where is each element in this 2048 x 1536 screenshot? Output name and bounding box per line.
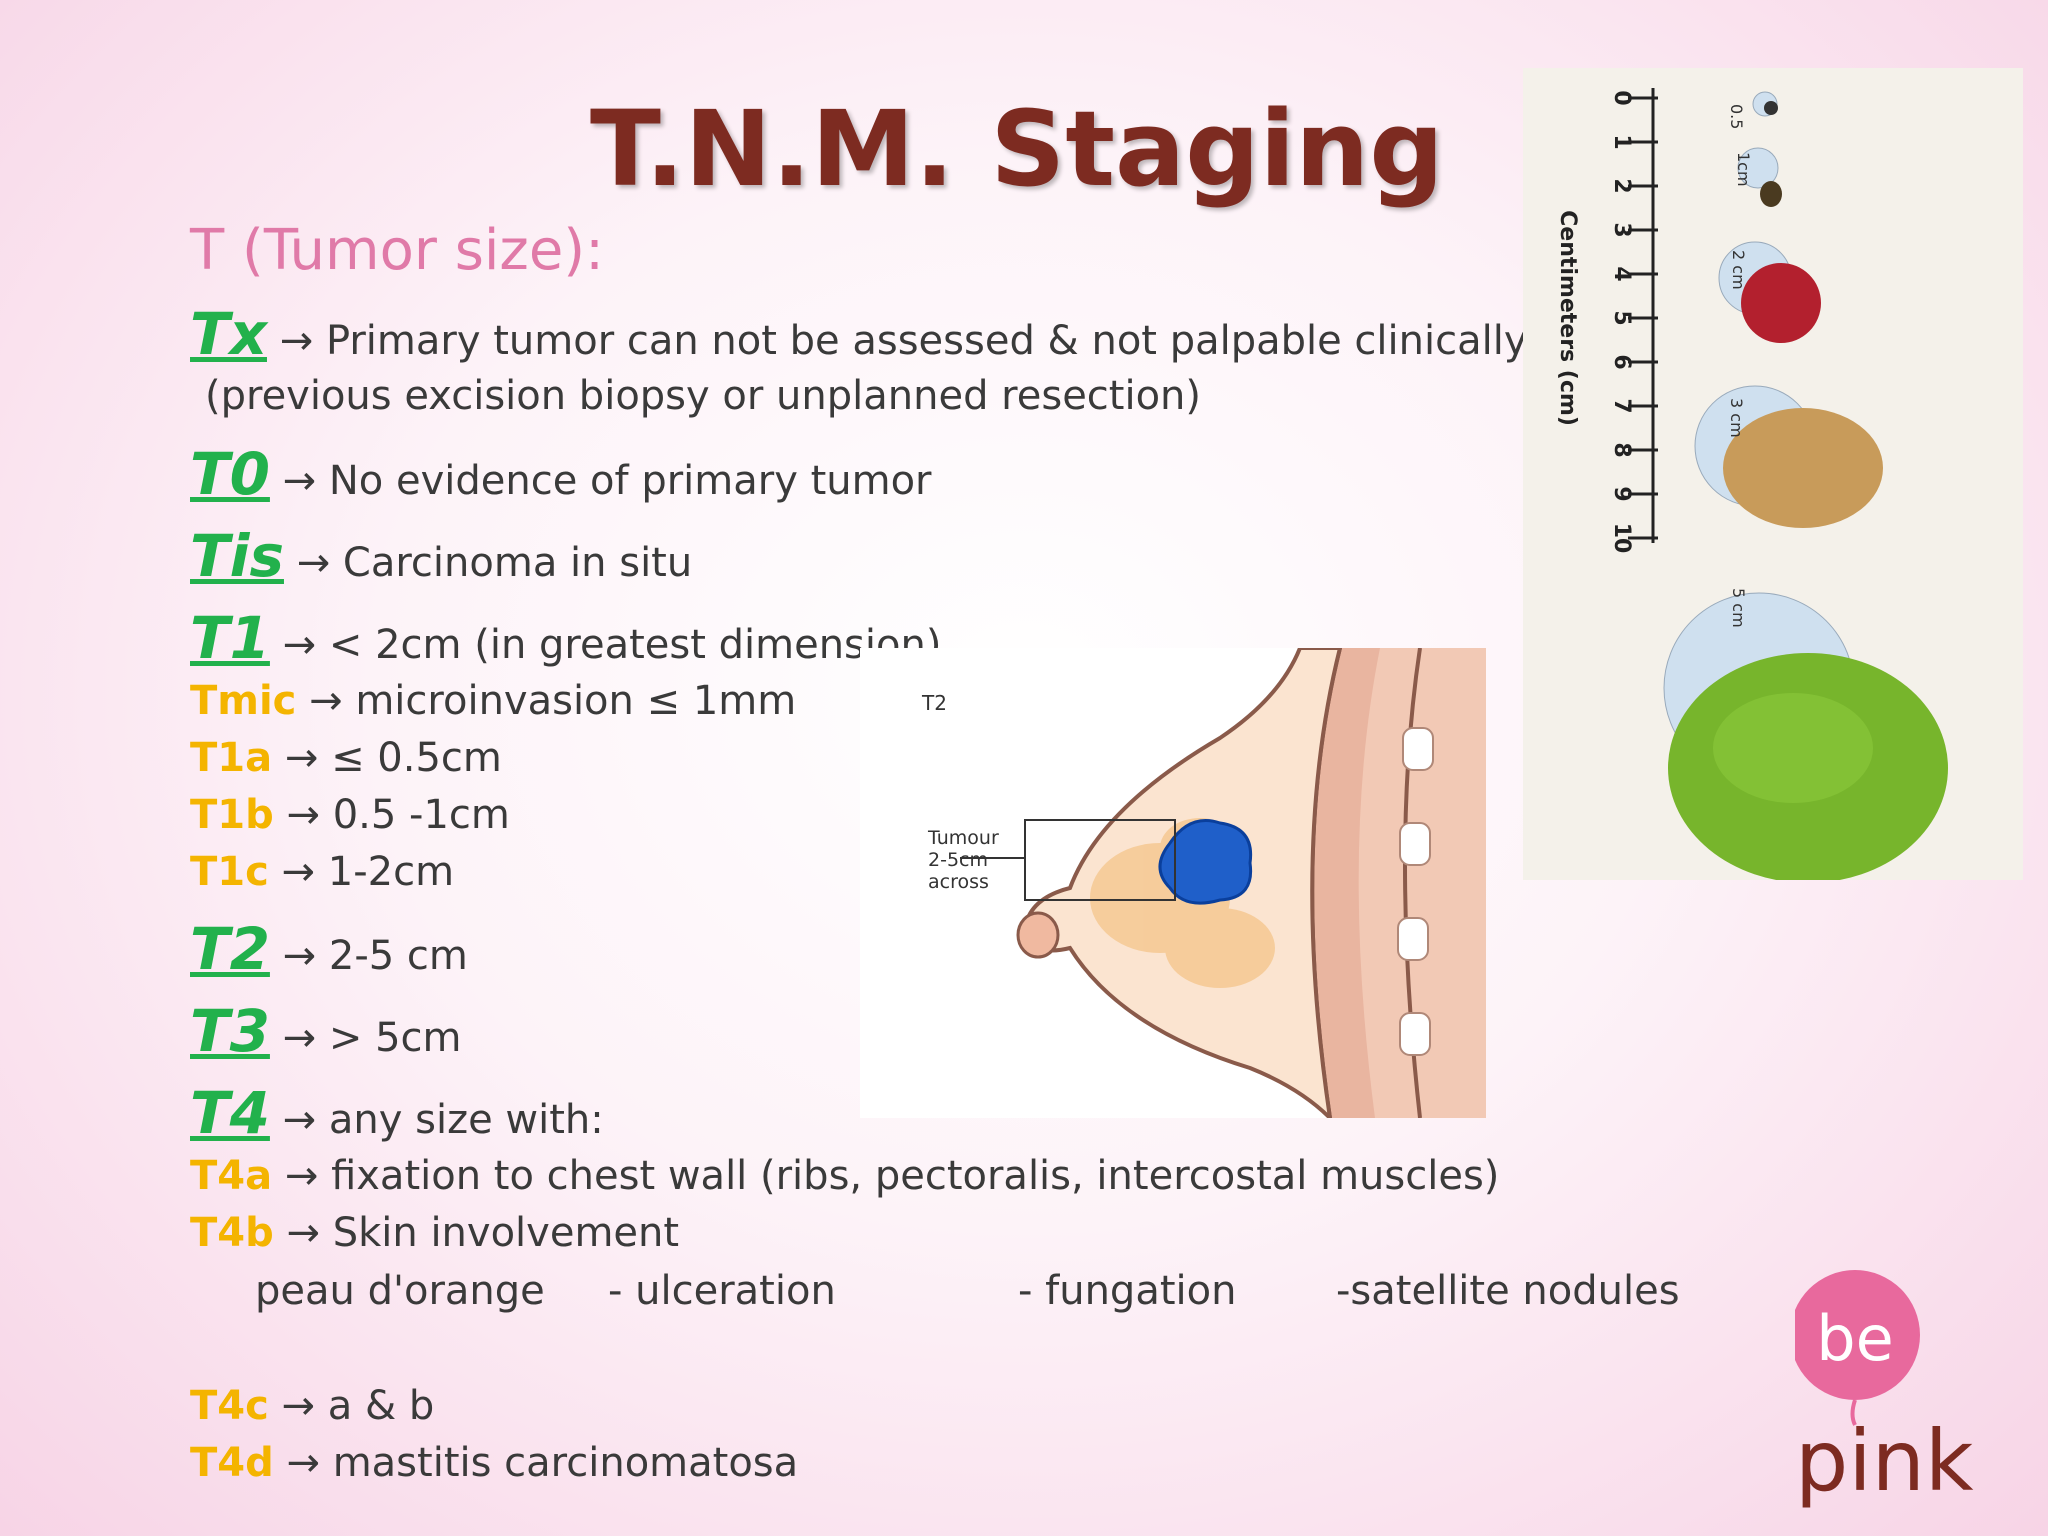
ruler-tick-8: 8 bbox=[1609, 442, 1634, 457]
text-t2: 2-5 cm bbox=[328, 933, 468, 979]
ruler-tick-10: 10 bbox=[1609, 523, 1634, 554]
tumour-label-line-3: across bbox=[928, 871, 989, 893]
code-t4b: T4b bbox=[190, 1210, 274, 1256]
tumour-label-line-1: Tumour bbox=[927, 827, 999, 849]
row-t4a: T4a → fixation to chest wall (ribs, pect… bbox=[190, 1153, 1499, 1199]
text-tis: Carcinoma in situ bbox=[342, 540, 693, 586]
arrow: → bbox=[279, 318, 314, 364]
ruler-tick-4: 4 bbox=[1609, 266, 1634, 281]
code-t1c: T1c bbox=[190, 849, 269, 895]
arrow: → bbox=[282, 933, 317, 979]
code-tx: Tx bbox=[190, 300, 267, 368]
tumor-size-comparison-photo: 0 1 2 3 4 5 6 7 8 9 10 Centimeters (cm) … bbox=[1523, 68, 2023, 880]
code-t4a: T4a bbox=[190, 1153, 273, 1199]
ruler-axis-label: Centimeters (cm) bbox=[1555, 210, 1580, 426]
arrow: → bbox=[286, 792, 320, 838]
row-t1a: T1a → ≤ 0.5cm bbox=[190, 735, 502, 781]
arrow: → bbox=[282, 458, 317, 504]
size-label-3cm: 3 cm bbox=[1727, 398, 1746, 438]
text-t0: No evidence of primary tumor bbox=[328, 458, 932, 504]
text-t4a: fixation to chest wall (ribs, pectoralis… bbox=[331, 1153, 1500, 1199]
arrow: → bbox=[282, 1015, 317, 1061]
t4b-item-2: - ulceration bbox=[608, 1268, 836, 1314]
arrow: → bbox=[281, 849, 316, 895]
code-t2: T2 bbox=[190, 915, 270, 983]
code-t4c: T4c bbox=[190, 1383, 269, 1429]
text-t1a: ≤ 0.5cm bbox=[331, 735, 502, 781]
arrow: → bbox=[286, 1440, 320, 1486]
arrow: → bbox=[296, 540, 331, 586]
arrow: → bbox=[284, 1153, 319, 1199]
ruler-tick-9: 9 bbox=[1609, 486, 1634, 501]
row-t1: T1 → < 2cm (in greatest dimension) bbox=[190, 604, 941, 672]
row-tx-note: (previous excision biopsy or unplanned r… bbox=[205, 373, 1201, 419]
row-t0: T0 → No evidence of primary tumor bbox=[190, 440, 932, 508]
arrow: → bbox=[282, 1097, 317, 1143]
text-t4: any size with: bbox=[328, 1097, 604, 1143]
size-label-1cm: 1cm bbox=[1734, 152, 1753, 187]
section-heading: T (Tumor size): bbox=[190, 218, 604, 283]
code-t1: T1 bbox=[190, 604, 270, 672]
size-label-5cm: 5 cm bbox=[1729, 588, 1748, 628]
row-tx: Tx → Primary tumor can not be assessed &… bbox=[190, 300, 1528, 368]
arrow: → bbox=[281, 1383, 316, 1429]
t4b-item-3: - fungation bbox=[1018, 1268, 1237, 1314]
row-t4b: T4b → Skin involvement bbox=[190, 1210, 679, 1256]
code-t4d: T4d bbox=[190, 1440, 274, 1486]
arrow: → bbox=[286, 1210, 320, 1256]
code-tmic: Tmic bbox=[190, 678, 297, 724]
be-pink-logo: be pink bbox=[1795, 1270, 1974, 1510]
t4b-item-1: peau d'orange bbox=[255, 1268, 545, 1314]
ruler-tick-1: 1 bbox=[1609, 134, 1634, 149]
ruler-tick-6: 6 bbox=[1609, 354, 1634, 369]
ruler-tick-5: 5 bbox=[1609, 310, 1634, 325]
row-t4c: T4c → a & b bbox=[190, 1383, 434, 1429]
code-t3: T3 bbox=[190, 997, 270, 1065]
size-label-0-5: 0.5 bbox=[1727, 104, 1746, 129]
row-t3: T3 → > 5cm bbox=[190, 997, 462, 1065]
row-t2: T2 → 2-5 cm bbox=[190, 915, 468, 983]
code-tis: Tis bbox=[190, 522, 284, 590]
text-tmic: microinvasion ≤ 1mm bbox=[355, 678, 797, 724]
text-t3: > 5cm bbox=[328, 1015, 462, 1061]
code-t1b: T1b bbox=[190, 792, 274, 838]
text-tx-note: (previous excision biopsy or unplanned r… bbox=[205, 373, 1202, 419]
row-tis: Tis → Carcinoma in situ bbox=[190, 522, 692, 590]
row-t4d: T4d → mastitis carcinomatosa bbox=[190, 1440, 798, 1486]
logo-pink-text: pink bbox=[1795, 1412, 1974, 1510]
code-t0: T0 bbox=[190, 440, 270, 508]
arrow: → bbox=[282, 622, 317, 668]
ruler-tick-2: 2 bbox=[1609, 178, 1634, 193]
text-tx: Primary tumor can not be assessed & not … bbox=[325, 318, 1528, 364]
text-t1c: 1-2cm bbox=[327, 849, 455, 895]
code-t4: T4 bbox=[190, 1079, 270, 1147]
slide-title: T.N.M. Staging bbox=[590, 88, 1444, 210]
size-label-2cm: 2 cm bbox=[1729, 250, 1748, 290]
row-t4: T4 → any size with: bbox=[190, 1079, 604, 1147]
arrow: → bbox=[309, 678, 343, 724]
text-t4b: Skin involvement bbox=[332, 1210, 680, 1256]
text-t1: < 2cm (in greatest dimension) bbox=[328, 622, 942, 668]
breast-diagram: Tumour 2-5cm across T2 bbox=[860, 648, 1486, 1118]
arrow: → bbox=[284, 735, 319, 781]
tumour-label-line-2: 2-5cm bbox=[928, 849, 988, 871]
row-t1b: T1b → 0.5 -1cm bbox=[190, 792, 510, 838]
diagram-stage-label: T2 bbox=[921, 691, 947, 715]
logo-be-text: be bbox=[1816, 1302, 1894, 1375]
ruler-tick-7: 7 bbox=[1609, 398, 1634, 413]
text-t4c: a & b bbox=[327, 1383, 435, 1429]
ruler-tick-0: 0 bbox=[1609, 90, 1634, 105]
ruler-tick-3: 3 bbox=[1609, 222, 1634, 237]
row-t1c: T1c → 1-2cm bbox=[190, 849, 454, 895]
text-t1b: 0.5 -1cm bbox=[332, 792, 510, 838]
row-tmic: Tmic → microinvasion ≤ 1mm bbox=[190, 678, 796, 724]
t4b-item-4: -satellite nodules bbox=[1336, 1268, 1680, 1314]
text-t4d: mastitis carcinomatosa bbox=[332, 1440, 799, 1486]
code-t1a: T1a bbox=[190, 735, 273, 781]
